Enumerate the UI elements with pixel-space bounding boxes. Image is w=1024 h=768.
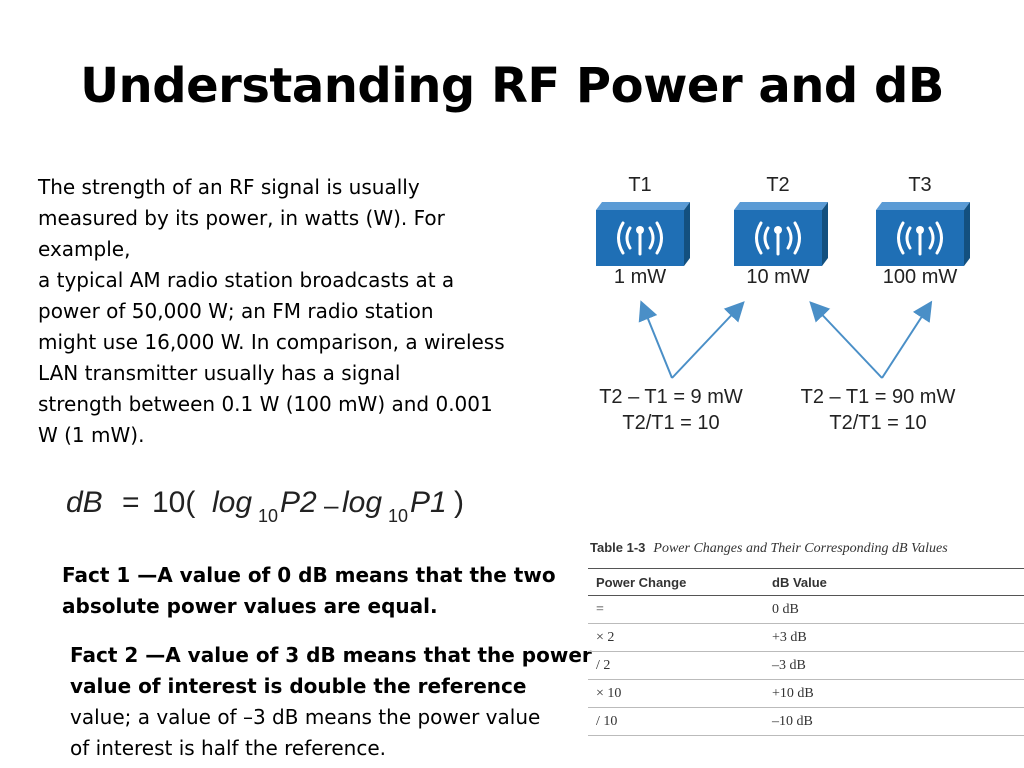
fact-2-bold-line: value of interest is double the referenc… [70,674,527,698]
db-value-cell: 0 dB [764,595,1024,624]
formula-log-1: log [212,486,252,519]
body-line: The strength of an RF signal is usually [38,175,420,199]
formula-lhs: dB [66,486,103,519]
fact-1-line: Fact 1 —A value of 0 dB means that the t… [62,563,556,587]
transmitter-label-t1: T1 [628,174,652,196]
table-caption-text: Power Changes and Their Corresponding dB… [653,541,948,556]
table-header-row: Power Change dB Value [588,568,1024,596]
wireless-transmitter-icon [734,202,828,266]
calc-ratio: T2/T1 = 10 [829,412,927,434]
formula-close-paren: ) [454,486,464,519]
formula-log-base-1: 10 [258,506,278,526]
transmitter-power-t3: 100 mW [882,266,958,288]
wireless-transmitter-icon [876,202,970,266]
body-line: LAN transmitter usually has a signal [38,361,401,385]
transmitter-label-t3: T3 [908,174,932,196]
db-formula: dB = 10( log 10 P2 – log 10 P1 ) [66,486,464,526]
db-value-cell: +10 dB [764,679,1024,708]
calc-t1-t2: T2 – T1 = 9 mW T2/T1 = 10 [586,384,756,436]
table-caption: Table 1-3 Power Changes and Their Corresp… [590,540,948,557]
formula-log-2: log [342,486,382,519]
formula-equals: = [122,486,140,519]
body-line: strength between 0.1 W (100 mW) and 0.00… [38,392,493,416]
table-number: Table 1-3 [590,540,646,555]
arrow-to-t2 [671,301,745,379]
calc-difference: T2 – T1 = 9 mW [599,386,743,408]
table-row: × 2 +3 dB [588,623,1024,652]
column-header: Power Change [588,568,764,596]
transmitter-power-t1: 1 mW [613,266,667,288]
calc-difference: T2 – T1 = 90 mW [800,386,956,408]
power-change-cell: × 10 [588,679,764,708]
body-line: power of 50,000 W; an FM radio station [38,299,434,323]
formula-coefficient: 10( [152,486,195,519]
body-line: measured by its power, in watts (W). For [38,206,445,230]
formula-p2: P2 [280,486,317,519]
column-header: dB Value [764,568,1024,596]
arrow-to-t3 [881,300,933,379]
power-change-cell: × 2 [588,623,764,652]
db-value-cell: –10 dB [764,707,1024,736]
formula-minus: – [324,490,339,520]
calc-ratio: T2/T1 = 10 [622,412,720,434]
fact-2: Fact 2 —A value of 3 dB means that the p… [70,640,592,764]
fact-2-bold-line: Fact 2 —A value of 3 dB means that the p… [70,643,592,667]
table-row: × 10 +10 dB [588,679,1024,708]
power-change-cell: / 2 [588,651,764,680]
body-line: example, [38,237,131,261]
fact-1: Fact 1 —A value of 0 dB means that the t… [62,560,562,622]
slide-title: Understanding RF Power and dB [80,58,944,114]
table-row: / 10 –10 dB [588,707,1024,736]
fact-1-line: absolute power values are equal. [62,594,438,618]
db-value-cell: –3 dB [764,651,1024,680]
arrow-to-t2-right [809,301,883,379]
formula-p1: P1 [410,486,447,519]
wireless-transmitter-icon [596,202,690,266]
fact-2-line: value; a value of –3 dB means the power … [70,705,541,729]
db-value-cell: +3 dB [764,623,1024,652]
fact-2-line: of interest is half the reference. [70,736,386,760]
transmitter-diagram: T1 1 mW T2 10 mW T3 [580,170,1024,450]
db-values-table: Power Change dB Value = 0 dB × 2 +3 dB /… [588,568,1024,736]
formula-log-base-2: 10 [388,506,408,526]
transmitter-label-t2: T2 [766,174,790,196]
body-line: a typical AM radio station broadcasts at… [38,268,455,292]
calc-t2-t3: T2 – T1 = 90 mW T2/T1 = 10 [788,384,968,436]
comparison-arrows [638,300,933,379]
power-change-cell: = [588,595,764,624]
table-row: / 2 –3 dB [588,651,1024,680]
power-change-cell: / 10 [588,707,764,736]
body-line: might use 16,000 W. In comparison, a wir… [38,330,505,354]
arrow-to-t1 [638,300,673,379]
body-paragraph: The strength of an RF signal is usually … [38,172,528,451]
db-values-table-block: Table 1-3 Power Changes and Their Corresp… [588,540,1024,740]
body-line: W (1 mW). [38,423,145,447]
transmitter-power-t2: 10 mW [746,266,810,288]
table-row: = 0 dB [588,595,1024,624]
